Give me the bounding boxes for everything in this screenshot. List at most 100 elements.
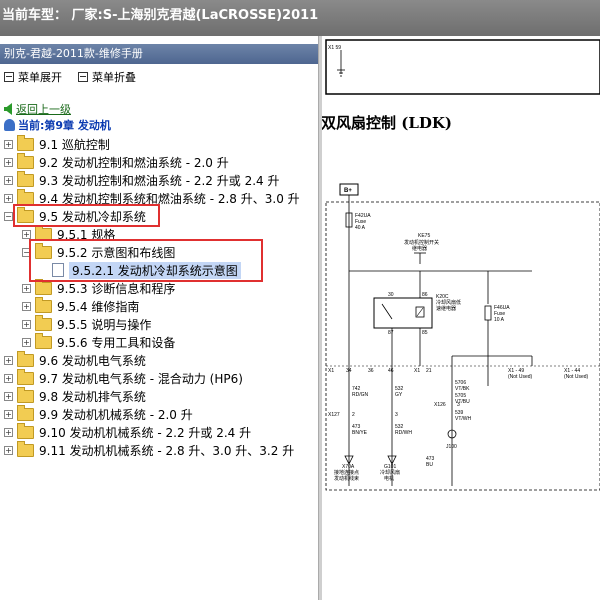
folder-icon <box>17 188 34 205</box>
tree-item-9-5-2[interactable]: −9.5.2 示意图和布线图 <box>22 242 176 260</box>
collapse-toggle-icon[interactable]: − <box>4 211 13 221</box>
current-chapter: 当前:第9章 发动机 <box>4 117 111 133</box>
folder-icon <box>35 278 52 295</box>
tree-item-9-5-2-1[interactable]: 9.5.2.1 发动机冷却系统示意图 <box>52 261 241 279</box>
collapse-menu-button[interactable]: 菜单折叠 <box>78 69 136 85</box>
tree-item-9-3[interactable]: +9.3 发动机控制和燃油系统 - 2.2 升或 2.4 升 <box>4 170 280 188</box>
svg-text:(Not Used): (Not Used) <box>508 374 533 380</box>
svg-text:F42UA: F42UA <box>355 213 371 219</box>
tree-item-9-9[interactable]: +9.9 发动机机械系统 - 2.0 升 <box>4 404 193 422</box>
tree-item-9-5-3[interactable]: +9.5.3 诊断信息和程序 <box>22 278 176 296</box>
folder-icon <box>17 152 34 169</box>
tree-item-9-5-4[interactable]: +9.5.4 维修指南 <box>22 296 140 314</box>
tree-item-9-8[interactable]: +9.8 发动机排气系统 <box>4 386 146 404</box>
svg-text:742: 742 <box>352 386 361 392</box>
svg-text:5706: 5706 <box>455 380 466 386</box>
fuse-f42ua <box>345 212 353 228</box>
collapse-icon <box>78 72 88 82</box>
svg-text:接地连接点: 接地连接点 <box>334 469 359 476</box>
expand-toggle-icon[interactable]: + <box>4 427 13 437</box>
expand-toggle-icon[interactable]: + <box>4 445 13 455</box>
document-icon <box>52 263 64 277</box>
expand-toggle-icon[interactable]: + <box>4 139 13 149</box>
bplus-label: B+ <box>344 188 352 194</box>
svg-text:X1 - 49: X1 - 49 <box>508 368 524 374</box>
folder-icon <box>17 368 34 385</box>
tree-item-9-5[interactable]: −9.5 发动机冷却系统 <box>4 206 146 224</box>
folder-icon <box>17 350 34 367</box>
svg-text:46: 46 <box>388 368 394 374</box>
svg-text:发动机线束: 发动机线束 <box>334 475 359 482</box>
folder-open-icon <box>17 206 34 223</box>
tree-item-9-2[interactable]: +9.2 发动机控制和燃油系统 - 2.0 升 <box>4 152 229 170</box>
back-link[interactable]: 返回上一级 <box>4 101 71 117</box>
svg-text:继电器: 继电器 <box>412 245 427 252</box>
tree-item-9-5-6[interactable]: +9.5.6 专用工具和设备 <box>22 332 176 350</box>
svg-text:G101: G101 <box>384 464 396 470</box>
svg-text:40 A: 40 A <box>355 225 366 231</box>
tree-item-9-10[interactable]: +9.10 发动机机械系统 - 2.2 升或 2.4 升 <box>4 422 252 440</box>
expand-menu-button[interactable]: 菜单展开 <box>4 69 62 85</box>
svg-text:30: 30 <box>388 292 394 298</box>
fuse-f46ua <box>484 305 492 321</box>
expand-toggle-icon[interactable]: + <box>22 301 31 311</box>
expand-toggle-icon[interactable]: + <box>22 283 31 293</box>
svg-text:电机: 电机 <box>384 475 394 482</box>
tree-item-9-6[interactable]: +9.6 发动机电气系统 <box>4 350 146 368</box>
svg-text:5705: 5705 <box>455 393 466 399</box>
svg-text:10 A: 10 A <box>494 317 505 323</box>
svg-text:冷却风扇低: 冷却风扇低 <box>436 299 461 306</box>
expand-toggle-icon[interactable]: + <box>22 319 31 329</box>
svg-text:34: 34 <box>346 368 352 374</box>
back-arrow-icon <box>4 103 12 115</box>
diagram-frame-top <box>325 39 600 95</box>
svg-text:GY: GY <box>395 392 403 398</box>
connector-label: X1 59 <box>328 45 341 51</box>
expand-toggle-icon[interactable]: + <box>4 157 13 167</box>
expand-toggle-icon[interactable]: + <box>4 355 13 365</box>
svg-text:X70A: X70A <box>342 464 355 470</box>
svg-text:Fuse: Fuse <box>355 219 366 225</box>
relay-k20c <box>373 297 433 329</box>
svg-text:发动机控制开关: 发动机控制开关 <box>404 239 439 246</box>
pane-splitter[interactable] <box>318 36 323 600</box>
svg-text:J100: J100 <box>446 444 457 450</box>
expand-toggle-icon[interactable]: + <box>22 337 31 347</box>
expand-toggle-icon[interactable]: + <box>4 193 13 203</box>
expand-toggle-icon[interactable]: + <box>4 175 13 185</box>
svg-text:539: 539 <box>455 410 464 416</box>
expand-icon <box>4 72 14 82</box>
svg-text:VT/WH: VT/WH <box>455 416 471 422</box>
svg-text:VT/BU: VT/BU <box>455 399 470 405</box>
svg-text:473: 473 <box>426 456 435 462</box>
svg-text:85: 85 <box>422 330 428 336</box>
window-title: 当前车型： 厂家:S-上海别克君越(LaCROSSE)2011 <box>2 8 319 23</box>
svg-text:21: 21 <box>426 368 432 374</box>
svg-text:3: 3 <box>395 412 398 418</box>
svg-text:VT/BK: VT/BK <box>455 386 470 392</box>
folder-open-icon <box>35 242 52 259</box>
tree-item-9-11[interactable]: +9.11 发动机机械系统 - 2.8 升、3.0 升、3.2 升 <box>4 440 295 458</box>
folder-icon <box>17 404 34 421</box>
tree-item-9-4[interactable]: +9.4 发动机控制系统和燃油系统 - 2.8 升、3.0 升 <box>4 188 300 206</box>
folder-icon <box>17 386 34 403</box>
tree-item-9-7[interactable]: +9.7 发动机电气系统 - 混合动力 (HP6) <box>4 368 243 386</box>
expand-toggle-icon[interactable]: + <box>4 373 13 383</box>
svg-text:87: 87 <box>388 330 394 336</box>
svg-text:(Not Used): (Not Used) <box>564 374 589 380</box>
tree-toolbar: 菜单展开 菜单折叠 <box>0 66 318 86</box>
svg-text:36: 36 <box>368 368 374 374</box>
svg-text:473: 473 <box>352 424 361 430</box>
tree-item-9-5-5[interactable]: +9.5.5 说明与操作 <box>22 314 152 332</box>
svg-text:RD/WH: RD/WH <box>395 430 412 436</box>
window-title-bar: 当前车型： 厂家:S-上海别克君越(LaCROSSE)2011 <box>0 0 600 36</box>
highlight-box <box>13 204 160 227</box>
svg-text:BU: BU <box>426 462 433 468</box>
tree-item-9-1[interactable]: +9.1 巡航控制 <box>4 134 110 152</box>
svg-text:X1: X1 <box>414 368 420 374</box>
expand-toggle-icon[interactable]: + <box>4 409 13 419</box>
svg-text:X1 - 44: X1 - 44 <box>564 368 580 374</box>
expand-toggle-icon[interactable]: + <box>22 229 31 239</box>
folder-icon <box>17 422 34 439</box>
expand-toggle-icon[interactable]: + <box>4 391 13 401</box>
